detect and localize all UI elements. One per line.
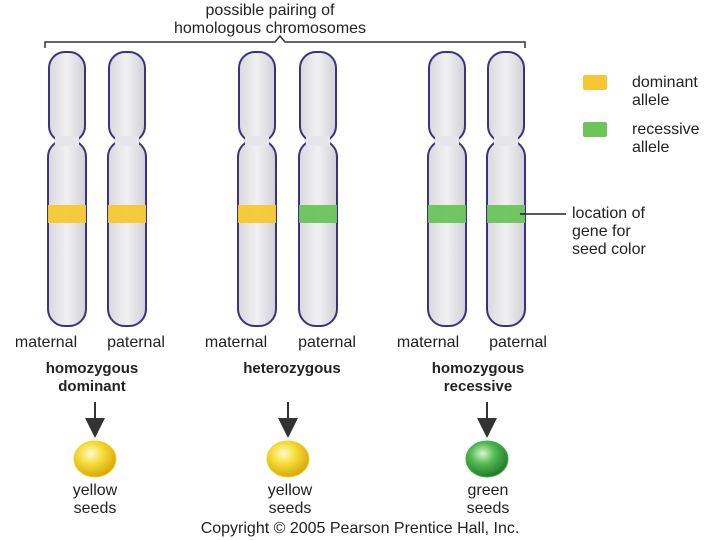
zygosity-line-2: recessive [443, 378, 513, 395]
zygosity-label: heterozygous [202, 360, 382, 378]
legend-dominant-line-2: allele [632, 92, 670, 109]
zygosity-line-2: dominant [58, 378, 126, 395]
zygosity-line-1: heterozygous [243, 360, 341, 377]
gene-location-line-2: gene for [572, 223, 631, 240]
pairing-bracket [44, 34, 526, 48]
seed-label: yellow seeds [230, 482, 350, 518]
gene-location-line-3: seed color [572, 241, 646, 258]
recessive-allele-swatch [583, 122, 607, 137]
seed-label-line-1: green [467, 482, 509, 499]
zygosity-line-1: homozygous [431, 360, 525, 377]
dominant-allele-band [108, 205, 146, 223]
copyright-notice: Copyright © 2005 Pearson Prentice Hall, … [200, 520, 520, 537]
legend-dominant: dominant allele [632, 74, 720, 110]
maternal-label: maternal [14, 334, 78, 351]
paternal-label: paternal [107, 334, 165, 351]
seed [73, 440, 117, 478]
paternal-chromosome [298, 51, 338, 327]
seed [465, 440, 509, 478]
paternal-label: paternal [298, 334, 356, 351]
paternal-chromosome [486, 51, 526, 327]
seed-label: green seeds [428, 482, 548, 518]
seed-label-line-1: yellow [72, 482, 118, 499]
legend-recessive-line-2: allele [632, 139, 670, 156]
paternal-label: paternal [489, 334, 547, 351]
seed [266, 440, 310, 478]
recessive-allele-band [487, 205, 525, 223]
title-line-1: possible pairing of [205, 2, 335, 19]
maternal-chromosome [47, 51, 87, 327]
maternal-label: maternal [204, 334, 268, 351]
seed-label-line-2: seeds [73, 500, 117, 517]
legend-dominant-line-1: dominant [632, 74, 698, 91]
seed-label-line-2: seeds [268, 500, 312, 517]
zygosity-label: homozygous recessive [388, 360, 568, 396]
title-line-2: homologous chromosomes [173, 20, 367, 37]
seed-label: yellow seeds [35, 482, 155, 518]
seed-label-line-2: seeds [466, 500, 510, 517]
zygosity-line-1: homozygous [45, 360, 139, 377]
maternal-chromosome [427, 51, 467, 327]
maternal-chromosome [237, 51, 277, 327]
dominant-allele-band [238, 205, 276, 223]
gene-location-label: location of gene for seed color [572, 205, 712, 259]
maternal-label: maternal [396, 334, 460, 351]
legend-recessive: recessive allele [632, 121, 720, 157]
recessive-allele-band [428, 205, 466, 223]
zygosity-label: homozygous dominant [2, 360, 182, 396]
dominant-allele-band [48, 205, 86, 223]
paternal-chromosome [107, 51, 147, 327]
dominant-allele-swatch [583, 75, 607, 90]
gene-location-line-1: location of [572, 205, 645, 222]
legend-recessive-line-1: recessive [632, 121, 700, 138]
recessive-allele-band [299, 205, 337, 223]
seed-label-line-1: yellow [267, 482, 313, 499]
diagram-title: possible pairing of homologous chromosom… [120, 2, 420, 38]
